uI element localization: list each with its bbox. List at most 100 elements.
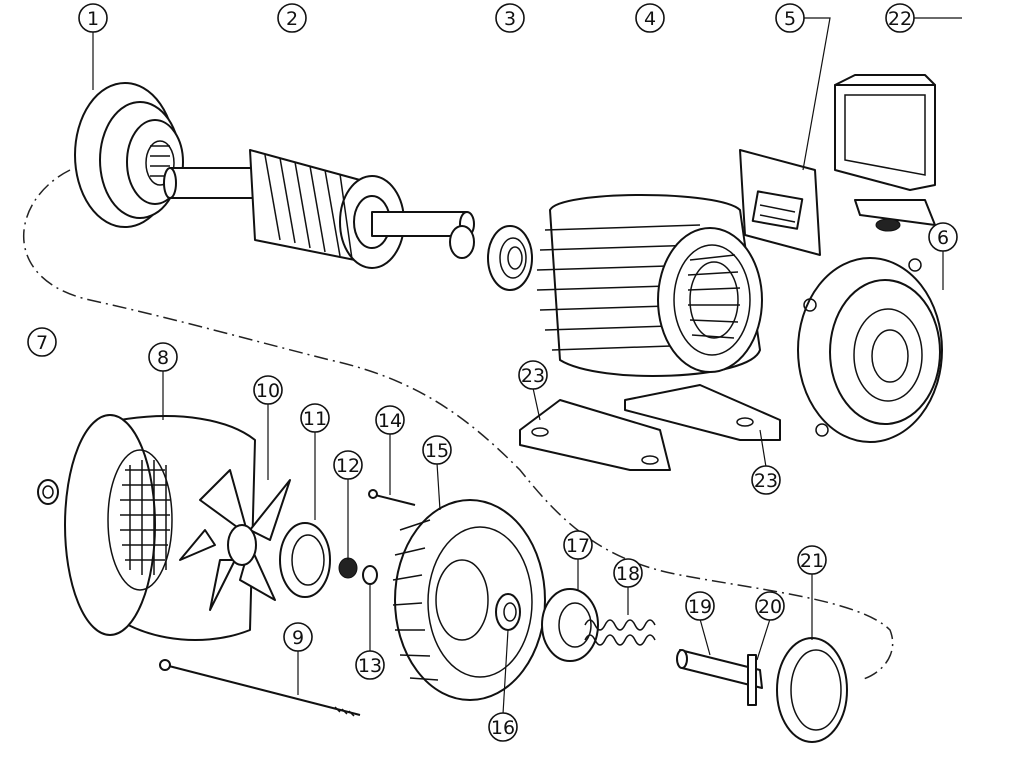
callout-circle <box>751 465 781 495</box>
callout-circle <box>488 712 518 742</box>
callout-leader-line <box>699 618 711 656</box>
part-23-foot-right <box>624 384 781 441</box>
part-6-end-shield <box>797 257 943 443</box>
callout-circle <box>928 222 958 252</box>
callout-13: 13 <box>355 585 385 680</box>
callout-8: 8 <box>148 342 178 420</box>
callout-number: 22 <box>888 8 912 30</box>
callout-number: 14 <box>378 410 402 432</box>
callout-number: 18 <box>616 563 640 585</box>
part-8-fan-cover <box>64 414 256 641</box>
callout-number: 12 <box>336 455 360 477</box>
callout-number: 13 <box>358 655 382 677</box>
callout-circle <box>277 3 307 33</box>
callout-number: 20 <box>758 596 782 618</box>
callout-circle <box>375 405 405 435</box>
callout-circle <box>355 650 385 680</box>
callout-leader-line <box>802 17 831 171</box>
callout-number: 9 <box>292 627 304 649</box>
callout-4: 4 <box>635 3 665 33</box>
callout-22a: 22 <box>885 3 962 33</box>
callout-17: 17 <box>563 530 593 590</box>
part-10-fan <box>179 469 291 611</box>
callout-circle <box>563 530 593 560</box>
callout-14: 14 <box>375 405 405 495</box>
callout-number: 17 <box>566 535 590 557</box>
callout-number: 7 <box>36 332 48 354</box>
part-14-screw <box>368 489 416 506</box>
callout-9: 9 <box>283 622 313 695</box>
callout-7: 7 <box>27 327 57 357</box>
callout-10: 10 <box>253 375 283 480</box>
part-3-bearing <box>487 225 533 291</box>
callout-number: 11 <box>303 408 327 430</box>
callout-number: 3 <box>504 8 516 30</box>
washer-small <box>37 479 59 505</box>
callout-circle <box>775 3 805 33</box>
callout-circle <box>885 3 915 33</box>
part-22-terminal-box <box>834 74 936 232</box>
callout-1: 1 <box>78 3 108 90</box>
callout-11: 11 <box>300 403 330 520</box>
callout-circle <box>333 450 363 480</box>
callout-20: 20 <box>755 591 785 661</box>
part-18-spring <box>584 619 656 646</box>
part-11-ring <box>279 522 331 598</box>
callout-18: 18 <box>613 558 643 615</box>
callout-number: 10 <box>256 380 280 402</box>
callout-circle <box>27 327 57 357</box>
callout-number: 16 <box>491 717 515 739</box>
part-20-pin <box>747 654 757 706</box>
callout-5: 5 <box>775 3 831 171</box>
part-2-rotor <box>163 149 475 269</box>
callout-15: 15 <box>422 435 452 511</box>
callout-circle <box>283 622 313 652</box>
callout-number: 23 <box>521 365 545 387</box>
callout-circle <box>495 3 525 33</box>
callout-circle <box>635 3 665 33</box>
part-9-tie-rod <box>159 659 361 717</box>
callout-6: 6 <box>928 222 958 290</box>
callout-number: 8 <box>157 347 169 369</box>
callout-21: 21 <box>797 545 827 640</box>
part-23-foot-left <box>519 399 671 471</box>
callout-circle <box>613 558 643 588</box>
callout-number: 23 <box>754 470 778 492</box>
callout-circle <box>685 591 715 621</box>
part-19-shaft <box>676 649 763 689</box>
part-21-cover-disc <box>776 637 848 743</box>
callout-number: 19 <box>688 596 712 618</box>
callout-leader-line <box>436 462 441 511</box>
callout-2: 2 <box>277 3 307 33</box>
callout-23a: 23 <box>518 360 548 421</box>
callout-3: 3 <box>495 3 525 33</box>
callout-16: 16 <box>488 629 518 742</box>
callout-leader-line <box>532 387 541 421</box>
callout-circle <box>148 342 178 372</box>
callout-number: 5 <box>784 8 796 30</box>
assembly-path-line <box>23 169 894 681</box>
callout-circle <box>797 545 827 575</box>
part-5-terminal-gasket <box>739 149 821 256</box>
callout-number: 15 <box>425 440 449 462</box>
callout-12: 12 <box>333 450 363 560</box>
callout-circle <box>422 435 452 465</box>
callout-number: 2 <box>286 8 298 30</box>
callout-19: 19 <box>685 591 715 656</box>
part-12-nut <box>338 557 358 579</box>
part-13-washer <box>362 565 378 585</box>
callout-leader-line <box>756 618 771 661</box>
part-4-stator-housing <box>536 194 763 378</box>
callout-number: 4 <box>644 8 656 30</box>
callout-circle <box>518 360 548 390</box>
callout-circle <box>755 591 785 621</box>
callout-circle <box>253 375 283 405</box>
part-15-end-bell <box>392 499 546 701</box>
callout-leader-line <box>502 629 509 715</box>
callout-number: 6 <box>937 227 949 249</box>
part-17-bearing <box>541 588 599 662</box>
callout-23b: 23 <box>751 429 781 495</box>
callout-number: 1 <box>87 8 99 30</box>
